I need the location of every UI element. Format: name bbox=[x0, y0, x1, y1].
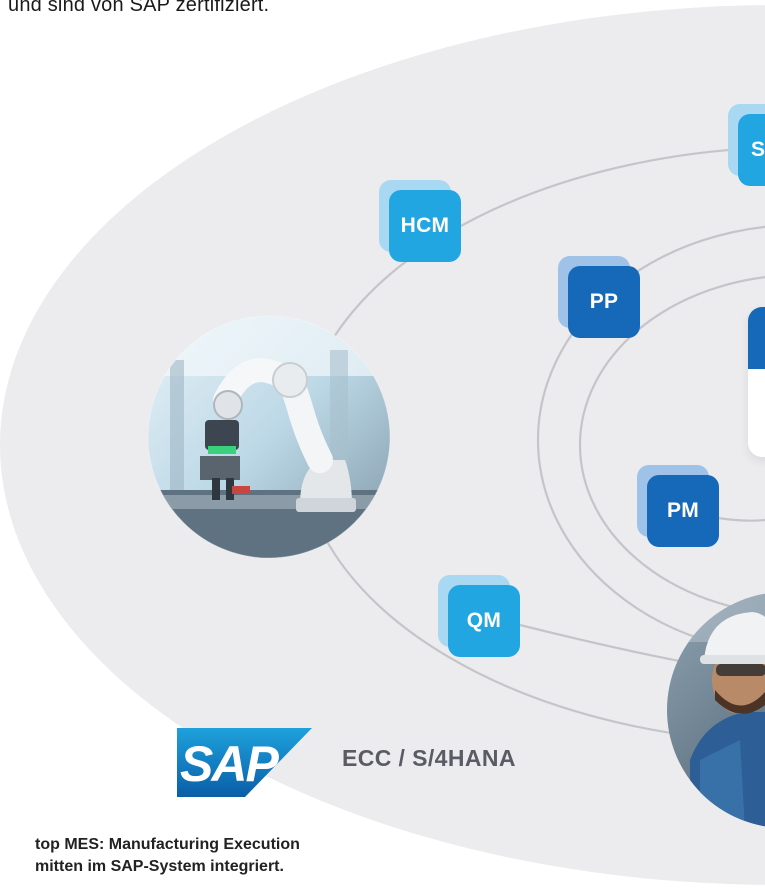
module-pp[interactable]: PP bbox=[558, 256, 640, 338]
module-pm[interactable]: PM bbox=[637, 465, 719, 547]
module-hcm-label: HCM bbox=[389, 190, 461, 262]
footer-text: top MES: Manufacturing Execution mitten … bbox=[35, 834, 300, 878]
orbit-middle bbox=[536, 225, 765, 655]
robot-photo-border bbox=[147, 315, 391, 559]
central-mes-card-header bbox=[748, 307, 765, 369]
central-mes-card bbox=[748, 307, 765, 457]
header-text: und sind von SAP zertifiziert. bbox=[8, 0, 270, 16]
footer-line-1: top MES: Manufacturing Execution bbox=[35, 836, 300, 853]
orbit-connector-pm bbox=[717, 516, 765, 522]
module-qm[interactable]: QM bbox=[438, 575, 520, 657]
sap-system-caption: ECC / S/4HANA bbox=[342, 745, 516, 771]
orbit-inner bbox=[578, 276, 765, 614]
module-s[interactable]: S bbox=[728, 104, 765, 186]
module-qm-label: QM bbox=[448, 585, 520, 657]
module-pp-label: PP bbox=[568, 266, 640, 338]
sap-logo bbox=[177, 728, 312, 797]
footer-line-2: mitten im SAP-System integriert. bbox=[35, 858, 284, 875]
module-pm-label: PM bbox=[647, 475, 719, 547]
module-hcm[interactable]: HCM bbox=[379, 180, 461, 262]
module-s-label: S bbox=[738, 114, 765, 186]
sap-logo-text: SAP bbox=[180, 736, 279, 792]
